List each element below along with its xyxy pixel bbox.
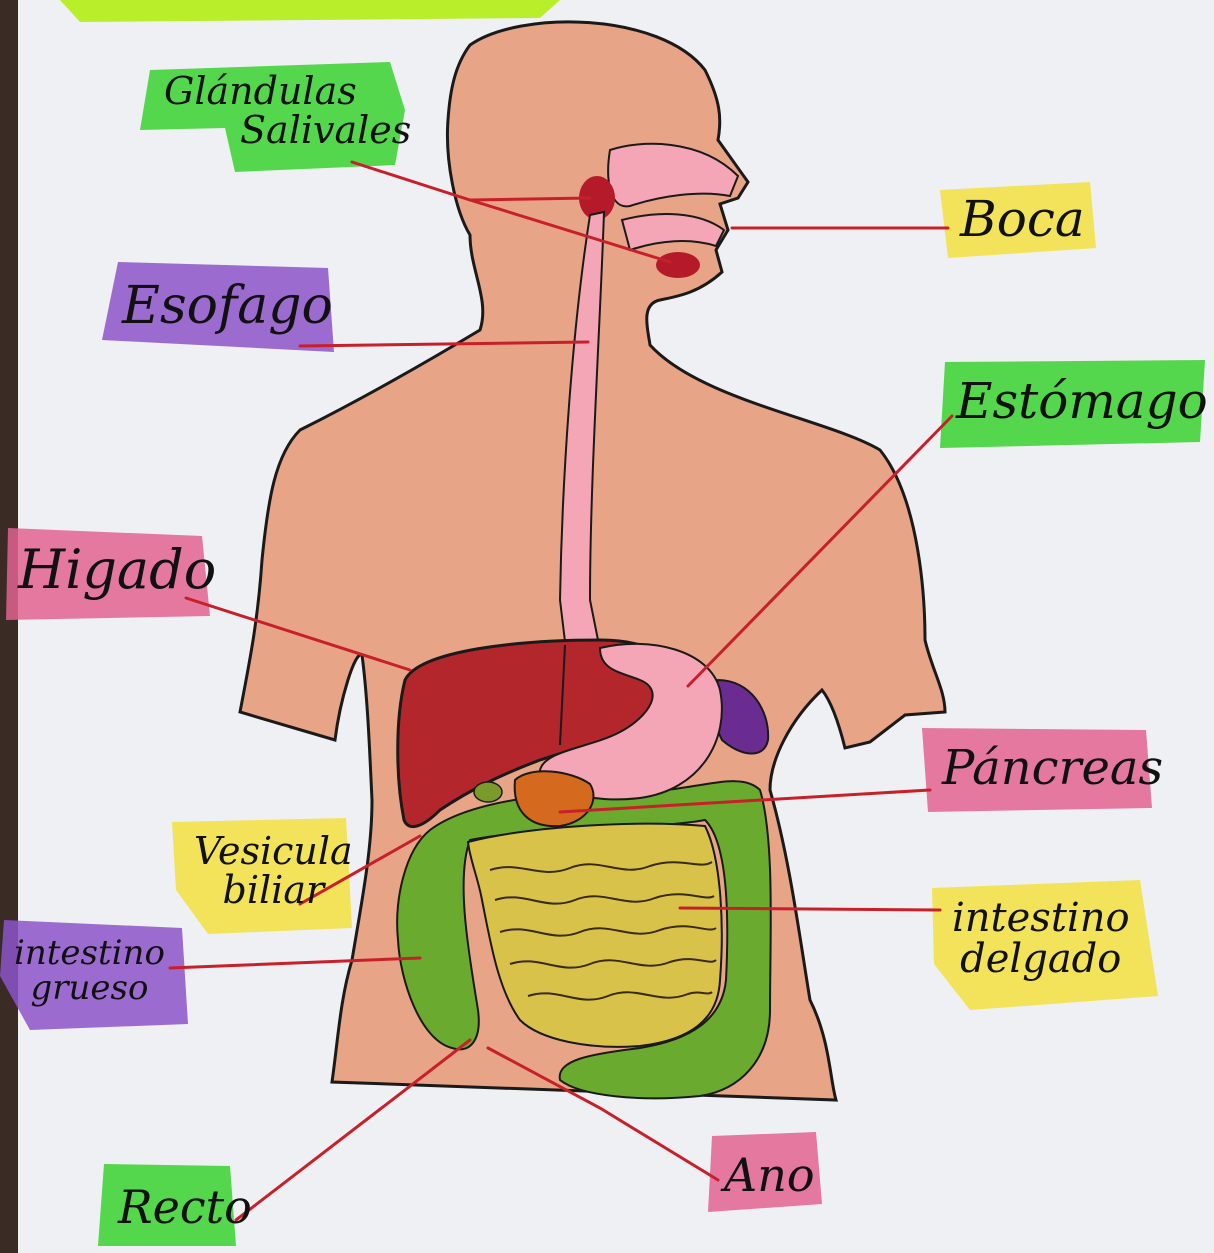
label-boca: Boca: [946, 188, 1099, 251]
label-delgado-line2: delgado: [952, 939, 1130, 980]
label-delgado-line1: intestino: [952, 898, 1130, 939]
gallbladder: [474, 782, 502, 802]
label-grueso-line1: intestino: [14, 936, 165, 971]
label-estomago: Estómago: [942, 370, 1214, 433]
label-esofago: Esofago: [108, 274, 347, 339]
label-ano: Ano: [710, 1146, 829, 1205]
label-vesicula-line2: biliar: [194, 871, 353, 910]
label-vesicula-line1: Vesicula: [194, 832, 353, 871]
label-higado: Higado: [4, 536, 230, 603]
label-pancreas: Páncreas: [928, 738, 1177, 799]
label-glandulas-line2: Salivales: [164, 111, 411, 150]
label-vesicula-biliar: Vesicula biliar: [180, 826, 367, 916]
pancreas: [515, 771, 594, 826]
label-intestino-delgado: intestino delgado: [938, 892, 1144, 986]
leader-delgado: [680, 908, 940, 910]
label-recto: Recto: [104, 1178, 266, 1237]
label-intestino-grueso: intestino grueso: [0, 930, 179, 1011]
label-grueso-line2: grueso: [14, 971, 165, 1006]
label-glandulas-salivales: Glándulas Salivales: [150, 66, 425, 156]
label-glandulas-line1: Glándulas: [164, 72, 411, 111]
salivary-gland-submandibular: [656, 252, 700, 278]
